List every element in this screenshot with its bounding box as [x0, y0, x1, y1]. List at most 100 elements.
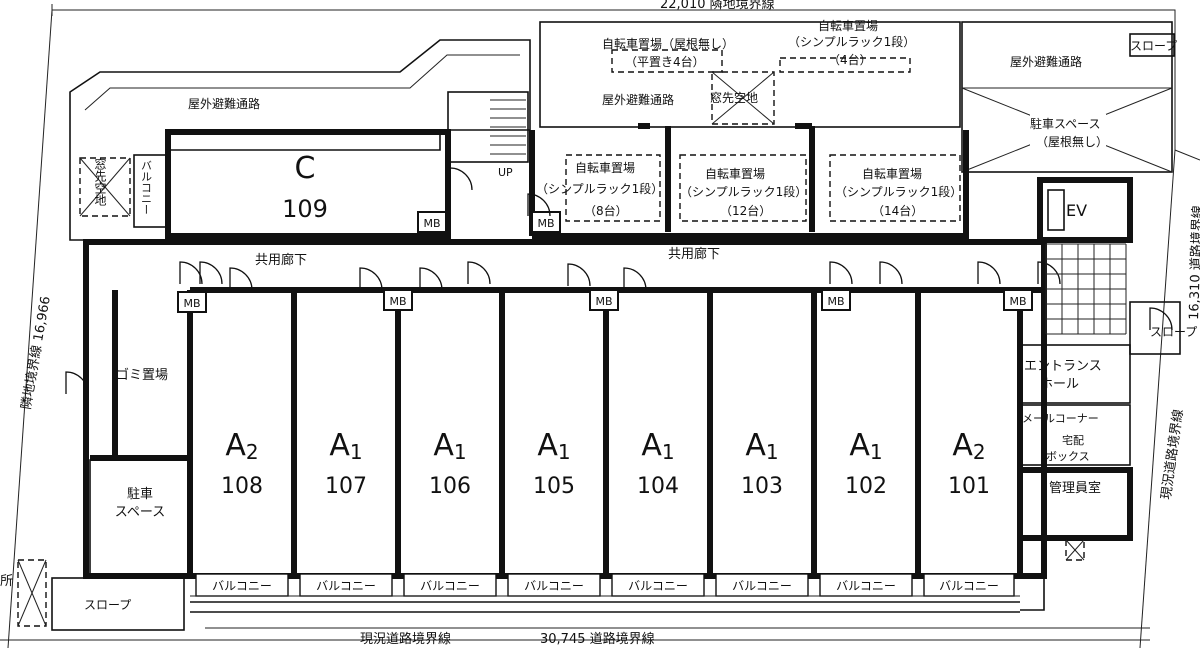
bike-8-count: （8台） [584, 203, 628, 218]
x-box-bottom-left-x2 [17, 559, 47, 627]
bike-rack-top-count-label: （4台） [828, 52, 872, 67]
unit-type-sub: 2 [246, 440, 259, 464]
unit-type: A1 [849, 428, 882, 464]
window-space-top-zone [711, 71, 775, 125]
mb-label: MB [389, 295, 406, 308]
unit-type: A1 [433, 428, 466, 464]
x-box-manager [1065, 539, 1085, 561]
bike-flat-zone [611, 49, 723, 73]
door-swing [977, 261, 1001, 285]
outdoor-path-label-2: 屋外避難通路 [602, 92, 674, 107]
door-swing [527, 193, 551, 217]
mb-box-frame [531, 211, 561, 233]
bottom-boundary-right-label: 30,745 道路境界線 [540, 631, 655, 647]
outdoor-path-label-3: 屋外避難通路 [1010, 54, 1082, 69]
door-swing [1149, 307, 1173, 331]
mb-box: MB [821, 289, 851, 311]
manager-room [1017, 467, 1133, 541]
balcony-label: バルコニー [524, 579, 584, 593]
outdoor-path-label-1: 屋外避難通路 [188, 96, 260, 111]
door-swing [419, 267, 443, 291]
outdoor-path-inner [84, 54, 520, 111]
mb-box: MB [383, 289, 413, 311]
mb-label: MB [537, 217, 554, 230]
mb-box-frame [383, 289, 413, 311]
unit-number: 105 [533, 474, 575, 499]
mb-layer: MB MB MB MB MB MB MB [177, 211, 1033, 313]
mb-label: MB [183, 297, 200, 310]
balcony-label: バルコニー [316, 579, 376, 593]
door-swing [567, 263, 591, 287]
door-swing [1037, 261, 1061, 285]
bike-12-count: （12台） [720, 203, 771, 218]
unit-type-sub: 1 [662, 440, 675, 464]
mb-box-frame [417, 211, 447, 233]
bike-14-title: 自転車置場 [862, 167, 922, 181]
unit-c-number: 109 [282, 195, 328, 223]
door-swing [179, 261, 203, 285]
left-boundary-label: 隣地境界線 16,966 [18, 295, 54, 411]
door-swing [199, 261, 223, 285]
balcony-label: バルコニー [836, 579, 896, 593]
entrance-label: エントランス [1024, 359, 1102, 374]
right-road-label: 現況道路境界線 [1158, 408, 1187, 500]
unit-number: 103 [741, 474, 783, 499]
bike-flat-label: 自転車置場（屋根無し） [602, 36, 734, 51]
ev-shaft [1037, 177, 1133, 243]
unit-type-sub: 1 [766, 440, 779, 464]
entrance-sub-label: ホール [1040, 377, 1079, 392]
door-layer [65, 167, 1173, 395]
balcony-label: バルコニー [732, 579, 792, 593]
mb-box-frame [589, 289, 619, 311]
parking-top-label: 駐車スペース [1030, 116, 1101, 131]
unit-type: A1 [641, 428, 674, 464]
parking-left-zone [89, 459, 191, 575]
parking-top-label-bg [1030, 114, 1106, 150]
unit-number: 102 [845, 474, 887, 499]
mb-label: MB [1009, 295, 1026, 308]
mb-box-frame [1003, 289, 1033, 311]
unit-number: 104 [637, 474, 679, 499]
corridor-label-2: 共用廊下 [668, 246, 720, 262]
unit-type: A1 [537, 428, 570, 464]
balcony-label: バルコニー [212, 579, 272, 593]
parking-top-sub-label: （屋根無し） [1036, 134, 1108, 149]
bike-rack-top-label: 自転車置場 [818, 19, 878, 33]
ev-label: EV [1066, 201, 1087, 220]
site-boundary-left [7, 9, 53, 649]
site-boundary-right-road [1139, 149, 1176, 649]
top-boundary-label: 22,010 隣地境界線 [660, 0, 775, 12]
mail-corner-label: メールコーナー [1022, 412, 1099, 425]
window-space-left-x2 [79, 157, 131, 217]
mb-label: MB [595, 295, 612, 308]
mb-box-frame [821, 289, 851, 311]
balcony-label: バルコニー [939, 579, 999, 593]
unit-c-type: C [295, 151, 316, 186]
parking-left-label: 駐車 [127, 487, 153, 502]
balcony-layer: バルコニーバルコニーバルコニーバルコニーバルコニーバルコニーバルコニーバルコニー [195, 573, 1015, 597]
window-space-top-label: 窓先空地 [710, 90, 758, 105]
unit-type: A2 [225, 428, 258, 464]
mb-box: MB [177, 291, 207, 313]
window-space-top-x2 [711, 71, 775, 125]
mb-label: MB [423, 217, 440, 230]
unit-type-sub: 1 [558, 440, 571, 464]
window-space-left-label: 窓先空地 [93, 157, 107, 206]
balcony-c-zone [133, 154, 167, 228]
left-edge-fragment: 所 [0, 574, 13, 589]
slope-right-label: スロープ [1150, 325, 1197, 339]
mb-box: MB [589, 289, 619, 311]
balcony-label: バルコニー [628, 579, 688, 593]
up-label: UP [498, 166, 513, 179]
unit-type: A2 [952, 428, 985, 464]
unit-number: 106 [429, 474, 471, 499]
manager-outline [1020, 540, 1045, 611]
bike-12-title: 自転車置場 [705, 167, 765, 181]
door-swing [65, 371, 89, 395]
unit-number: 108 [221, 474, 263, 499]
bike-rack-top-sub-label: （シンプルラック1段） [788, 34, 915, 49]
stair-block [447, 91, 529, 163]
garbage-label: ゴミ置場 [116, 367, 168, 383]
